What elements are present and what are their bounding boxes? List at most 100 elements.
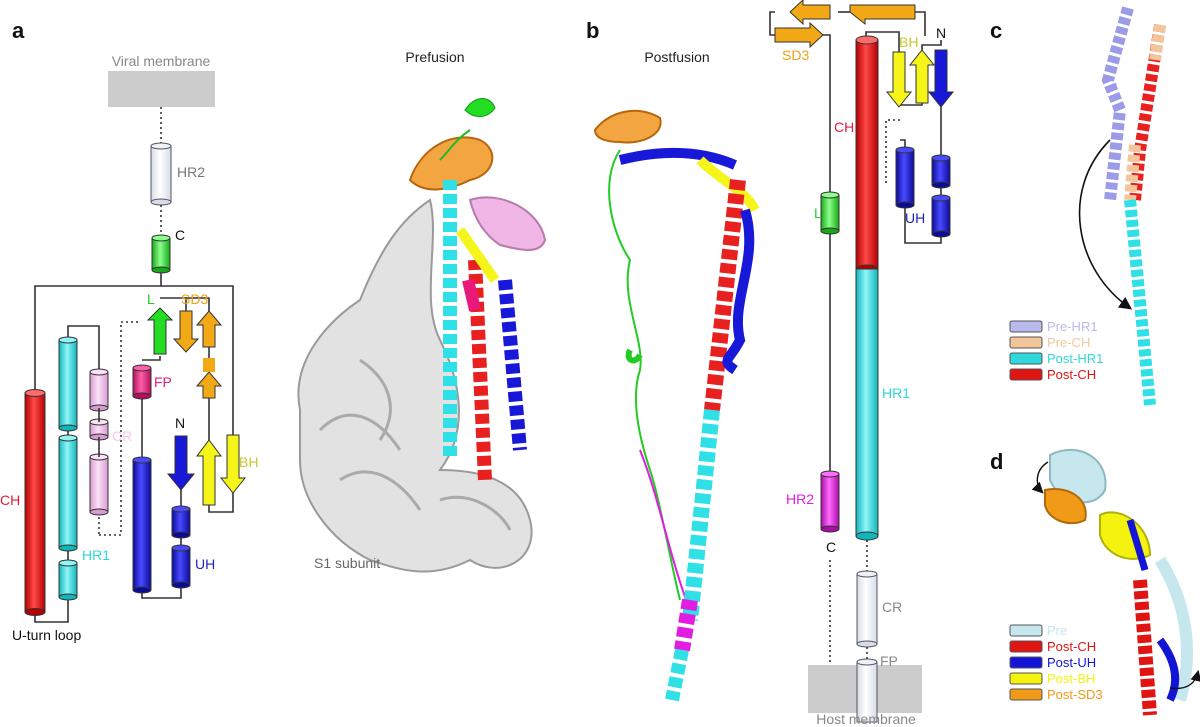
panel-d-legend-label: Post-SD3 [1047,687,1103,702]
panel-c-legend-swatch [1009,352,1043,365]
sd3-strand-arrow [195,310,223,348]
panel-c-legend-label: Pre-CH [1047,335,1090,350]
l-helix [820,191,840,235]
panel-c-letter: c [990,18,1002,43]
bh-label: BH [239,454,258,470]
c-terminus-label: C [826,539,836,555]
sd3-label: SD3 [782,47,809,63]
hr2-helix [150,142,172,206]
connector-line [208,493,234,513]
sd3-strand-arrow [774,21,824,49]
ch-helix [24,389,46,616]
panel-d-legend-swatch [1009,624,1043,637]
bh-label: BH [899,34,918,50]
cr-label: CR [882,599,902,615]
panel-d-legend-swatch [1009,688,1043,701]
connector-line [34,273,162,393]
connector-line [67,325,100,372]
panel-c-legend-swatch [1009,368,1043,381]
panel-d-legend-label: Post-UH [1047,655,1096,670]
uh-label: UH [195,556,215,572]
connector-line [769,11,775,36]
host-membrane-label: Host membrane [816,711,916,727]
connector-line [915,11,926,36]
ch-label: CH [834,119,854,135]
bh-strand-arrow [885,51,913,108]
hr1-helix [58,336,78,601]
panel-d-legend-swatch [1009,640,1043,653]
panel-c-legend-label: Post-CH [1047,367,1096,382]
connector-dotted [99,321,139,536]
panel-c-legend-label: Post-HR1 [1047,351,1103,366]
ch-label: CH [0,492,20,508]
postfusion-structure [593,109,760,702]
sd3-strand-arrow [172,310,200,353]
sd3-strand-arrow [789,0,831,26]
hr2-label: HR2 [786,491,814,507]
uh-label: UH [905,210,925,226]
hr2-label: HR2 [177,164,205,180]
uh-helix [895,146,951,238]
c-terminal-helix [151,234,171,274]
panel-d-letter: d [990,449,1003,474]
connector-line [34,597,69,623]
panel-d-structure [1031,449,1200,716]
n-strand-arrow [166,435,196,491]
hr1-label: HR1 [882,385,910,401]
connector-line [186,297,210,311]
uh-helix [171,505,191,589]
sd3-strand-arrow [849,4,916,26]
sd3-strand-arrow [195,371,223,399]
panel-d-legend-label: Post-CH [1047,639,1096,654]
bh-strand-arrow [219,434,247,494]
panel-c-legend-swatch [1009,320,1043,333]
l-strand-arrow [146,307,174,355]
panel-d-legend-swatch [1009,672,1043,685]
c-terminus-label: C [175,227,185,243]
connector-line [141,585,182,599]
n-terminus-label: N [175,415,185,431]
s1-subunit-label: S1 subunit [314,555,380,571]
sd3-label: SD3 [181,291,208,307]
cr-helix [856,570,878,648]
blue-helix [132,456,152,594]
n-terminus-label: N [936,25,946,41]
fp-helix [856,658,878,723]
connector-line [904,205,942,244]
bh-strand-arrow [908,49,936,104]
hr1-helix [855,268,879,541]
sd3-strand-arrow [203,358,215,372]
l-label: L [814,205,822,221]
viral-membrane-block [108,71,215,107]
panel-a-letter: a [12,18,25,43]
n-strand-arrow [927,49,955,108]
prefusion-title: Prefusion [405,49,464,65]
fp-helix [132,364,152,400]
panel-c-structure [1078,6,1166,406]
prefusion-structure [297,98,547,573]
l-label: L [147,291,155,307]
panel-d-legend-swatch [1009,656,1043,669]
cr-label: CR [112,428,132,444]
connector-line [823,34,831,195]
hr2-helix [820,470,840,533]
postfusion-title: Postfusion [644,49,709,65]
fp-label: FP [880,653,898,669]
panel-b-letter: b [586,18,599,43]
ch-helix [855,35,879,274]
connector-line [142,356,161,361]
panel-d-legend-label: Pre [1047,623,1067,638]
panel-d-legend-label: Post-BH [1047,671,1095,686]
connector-line [161,285,234,435]
u-turn-loop-label: U-turn loop [12,627,81,643]
panel-c-legend-label: Pre-HR1 [1047,319,1098,334]
panel-c-legend-swatch [1009,336,1043,349]
connector-line [921,40,942,52]
viral-membrane-label: Viral membrane [112,53,211,69]
hr1-label: HR1 [82,547,110,563]
bh-strand-arrow [196,439,222,506]
fp-label: FP [154,374,172,390]
